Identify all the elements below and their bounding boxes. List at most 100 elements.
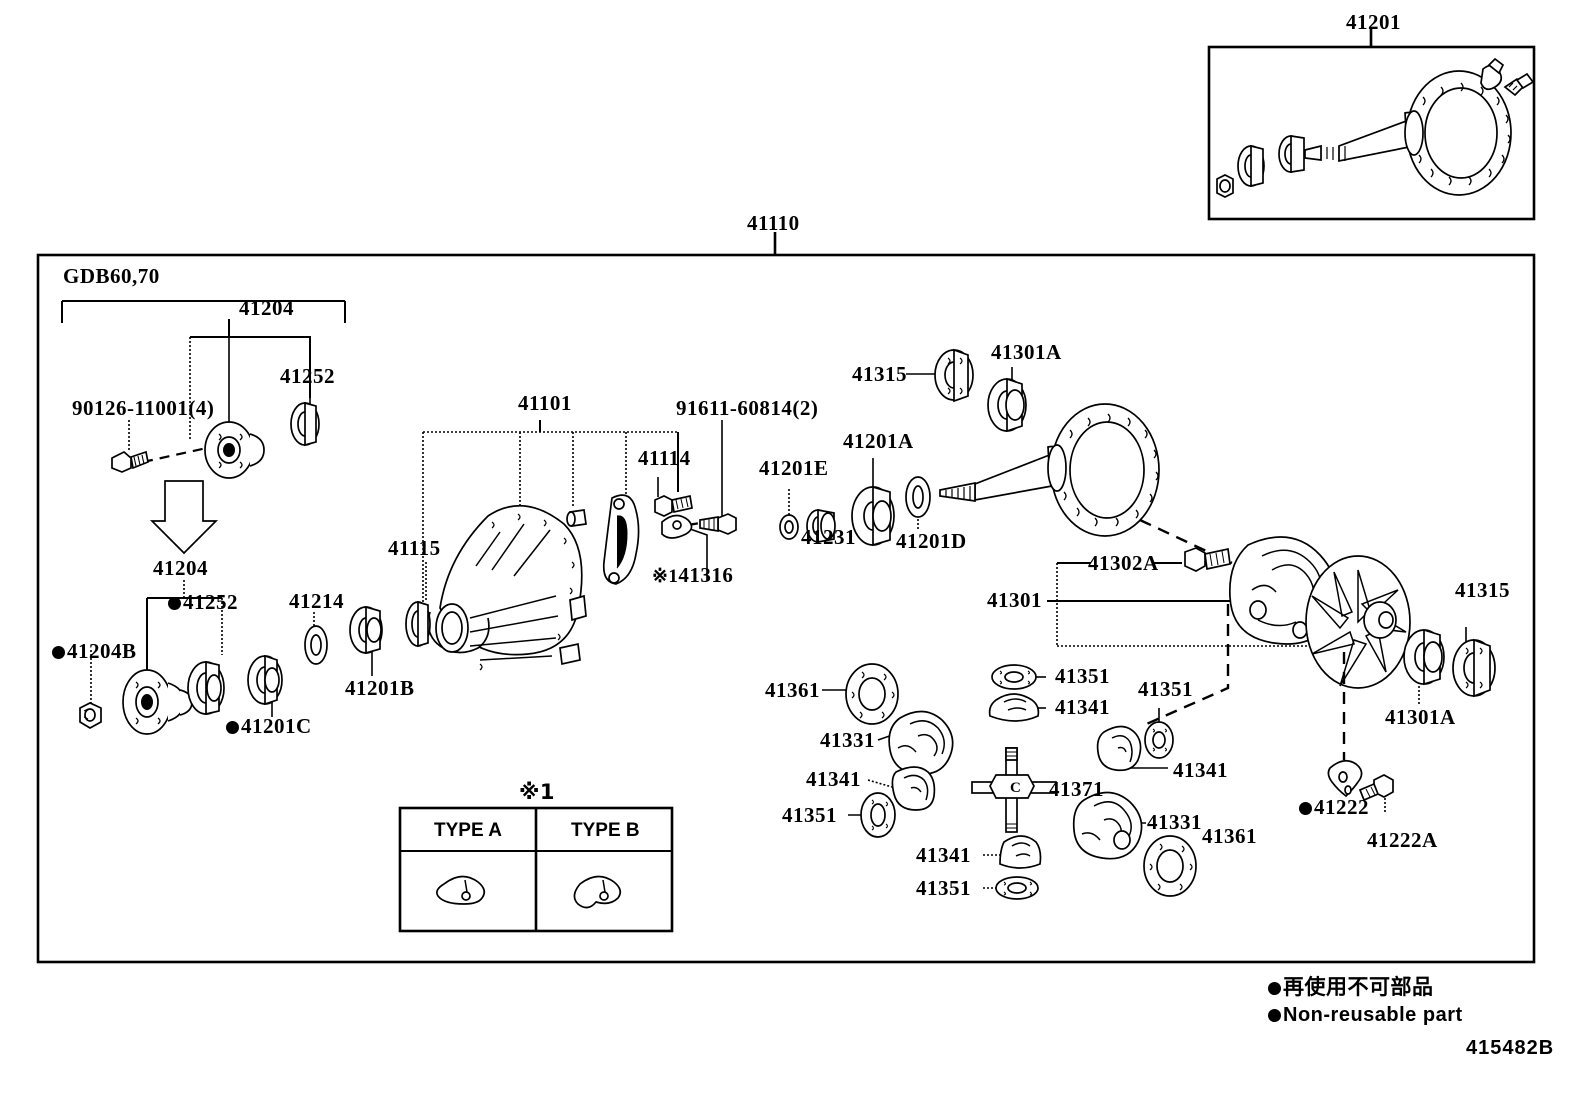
label-41252-top: 41252	[280, 364, 335, 388]
art-pinion-and-ring-gear	[939, 403, 1160, 537]
label-41204-bottom: 41204	[153, 556, 208, 580]
label-41101: 41101	[518, 391, 572, 415]
label-41341-b: 41341	[1173, 758, 1228, 782]
svg-text:C: C	[1010, 780, 1021, 796]
label-41110: 41110	[747, 211, 800, 235]
art-41316-shim	[661, 514, 693, 539]
label-41341-d: 41341	[916, 843, 971, 867]
label-41231: 41231	[801, 525, 856, 549]
art-41361-b-washer	[1143, 835, 1197, 897]
art-41231-spacer	[806, 508, 836, 544]
label-41114: 41114	[638, 446, 691, 470]
label-41341-a: 41341	[1055, 695, 1110, 719]
label-41302A: 41302A	[1088, 551, 1159, 575]
non-reusable-dot-icon	[52, 646, 65, 659]
label-41115: 41115	[388, 536, 441, 560]
art-41351-d-washer	[995, 876, 1039, 900]
art-41222A-bolt	[1358, 774, 1394, 802]
non-reusable-dot-icon	[168, 597, 181, 610]
label-41204B: 41204B	[52, 641, 137, 662]
art-90126-bolt	[111, 450, 149, 473]
art-41315-top-bearing	[934, 348, 974, 403]
art-type-a-shim	[436, 875, 486, 905]
label-41201D: 41201D	[896, 529, 967, 553]
label-41331-b: 41331	[1147, 810, 1202, 834]
art-41204-top-flange	[204, 421, 265, 479]
art-41252-top-seal	[290, 401, 320, 447]
art-41204B-nut	[79, 702, 102, 729]
label-41201: 41201	[1346, 10, 1401, 34]
art-41341-d-gear	[999, 835, 1042, 869]
legend-japanese: 再使用不可部品	[1268, 977, 1434, 998]
legend-english: Non-reusable part	[1268, 1005, 1463, 1025]
label-41361-b: 41361	[1202, 824, 1257, 848]
art-41201D-washer	[905, 476, 931, 518]
art-41201-assembly	[1216, 57, 1535, 198]
art-41201E-washer	[779, 514, 799, 540]
label-91611-60814: 91611-60814(2)	[676, 396, 819, 420]
art-41371-spider: C	[971, 747, 1057, 833]
label-41351-d: 41351	[916, 876, 971, 900]
label-41252-bottom: 41252	[168, 592, 238, 613]
art-41315-right-bearing	[1452, 638, 1496, 698]
label-41201B: 41201B	[345, 676, 415, 700]
art-41351-a-washer	[991, 664, 1037, 690]
art-41301A-top-bearing	[987, 377, 1027, 433]
diagram-code: 415482B	[1466, 1037, 1555, 1059]
bracket-41301	[1047, 562, 1352, 647]
art-41101-plug	[566, 509, 587, 527]
art-41201A-bearing	[851, 485, 895, 547]
label-41201E: 41201E	[759, 456, 829, 480]
label-41361-a: 41361	[765, 678, 820, 702]
art-41301-diff-ring	[1305, 555, 1411, 689]
bracket-gdb	[61, 300, 346, 323]
art-41301A-right-bearing	[1403, 628, 1445, 686]
art-41115-seal	[405, 600, 431, 648]
leader-90126	[128, 420, 208, 464]
art-41302A-bolt	[1184, 547, 1231, 572]
label-41351-c: 41351	[782, 803, 837, 827]
label-41214: 41214	[289, 589, 344, 613]
art-41204-bottom-flange	[122, 669, 193, 735]
art-41351-b-washer	[1144, 721, 1174, 759]
label-41315-right: 41315	[1455, 578, 1510, 602]
art-41101-housing	[427, 504, 587, 671]
label-41301: 41301	[987, 588, 1042, 612]
non-reusable-dot-icon	[1299, 802, 1312, 815]
art-41101-bearing-cap	[602, 494, 640, 585]
label-41222: 41222	[1299, 797, 1369, 818]
label-90126-11001: 90126-11001(4)	[72, 396, 215, 420]
art-41222-lock-plate	[1327, 759, 1363, 798]
label-41371: 41371	[1049, 777, 1104, 801]
label-41301A-right: 41301A	[1385, 705, 1456, 729]
leader-41341-c	[867, 779, 893, 788]
asterisk-mark-icon: ※1	[652, 566, 679, 587]
label-gdb-group: GDB60,70	[63, 264, 160, 288]
leader-41316	[689, 528, 708, 580]
label-41201C: 41201C	[226, 716, 312, 737]
type-table-header-b: TYPE B	[571, 820, 640, 841]
assembly-box-41201	[1207, 27, 1536, 221]
label-41331-a: 41331	[820, 728, 875, 752]
type-table-marker: ※1	[519, 780, 556, 804]
art-41331-a-gear	[888, 710, 954, 776]
label-41315-top: 41315	[852, 362, 907, 386]
bracket-41204-top	[189, 319, 311, 440]
art-41252-bottom-seal	[187, 660, 225, 716]
art-41351-c-washer	[860, 792, 896, 838]
art-41214-washer	[304, 625, 328, 665]
label-41301A-top: 41301A	[991, 340, 1062, 364]
art-41341-c-gear	[891, 766, 936, 811]
art-41341-a-gear	[988, 693, 1040, 722]
label-41341-c: 41341	[806, 767, 861, 791]
arrow-down	[149, 480, 219, 555]
label-41351-b: 41351	[1138, 677, 1193, 701]
label-41316: ※141316	[652, 563, 734, 587]
label-41222A: 41222A	[1367, 828, 1438, 852]
label-41204-top: 41204	[239, 296, 294, 320]
non-reusable-dot-icon	[1268, 1009, 1281, 1022]
art-41331-b-gear	[1072, 791, 1143, 860]
art-41361-a-washer	[845, 663, 899, 725]
dash-diff-to-41351	[1141, 604, 1230, 728]
